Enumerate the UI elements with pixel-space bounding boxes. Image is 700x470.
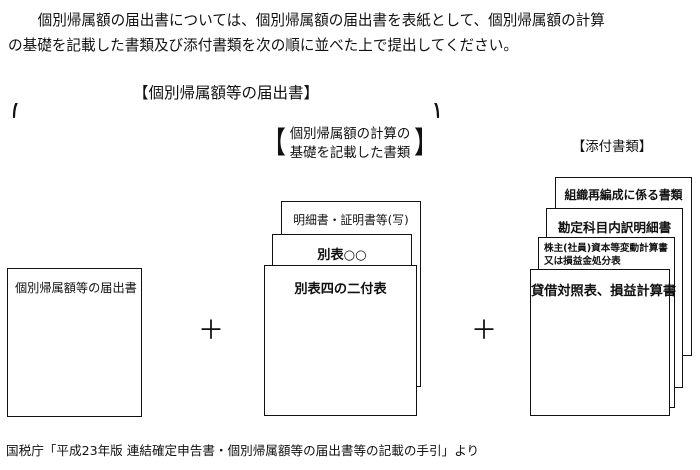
group-bracket-label-text: 【個別帰属額等の届出書】 — [128, 84, 323, 102]
caption-attachments: 【添付書類】 — [571, 140, 653, 155]
document-card-schedule-4-2: 別表四の二付表 — [264, 265, 417, 416]
plus-operator-1: ＋ — [198, 316, 225, 346]
caption-calculation-basis-text: 個別帰属額の計算の 基礎を記載した書類 — [289, 125, 412, 163]
group-bracket-label: 【個別帰属額等の届出書】 — [0, 83, 452, 103]
caption-calculation-basis-line-2: 基礎を記載した書類 — [289, 146, 411, 161]
bracket-open-glyph: 【 — [261, 126, 286, 161]
document-card-account-breakdown-label: 勘定科目内訳明細書 — [557, 220, 672, 235]
document-card-balance-sheet: 貸借対照表、損益計算書 — [530, 269, 677, 416]
document-card-schedule-4-2-label: 別表四の二付表 — [294, 282, 387, 297]
plus-operator-2: ＋ — [471, 316, 498, 346]
bracket-close-glyph: 】 — [414, 126, 439, 161]
document-card-cover-label: 個別帰属額等の届出書 — [15, 281, 137, 295]
source-citation: 国税庁「平成23年版 連結確定申告書・個別帰属額等の届出書等の記載の手引」より — [6, 443, 480, 458]
document-card-equity-changes-label: 株主(社員)資本等変動計算書 又は損益金処分表 — [544, 243, 670, 268]
document-card-schedule-generic-label: 別表○○ — [317, 248, 367, 263]
intro-paragraph: 個別帰属額の届出書については、個別帰属額の届出書を表紙として、個別帰属額の計算 … — [8, 8, 692, 58]
caption-calculation-basis-line-1: 個別帰属額の計算の — [289, 127, 411, 142]
document-card-detail-statements-label: 明細書・証明書等(写) — [293, 213, 409, 227]
document-card-equity-changes-line-1: 株主(社員)資本等変動計算書 — [544, 243, 668, 254]
caption-calculation-basis: 【 個別帰属額の計算の 基礎を記載した書類 】 — [252, 125, 448, 163]
intro-line-2: の基礎を記載した書類及び添付書類を次の順に並べた上で提出してください。 — [8, 37, 518, 54]
document-card-equity-changes-line-2: 又は損益金処分表 — [544, 255, 621, 267]
intro-line-1: 個別帰属額の届出書については、個別帰属額の届出書を表紙として、個別帰属額の計算 — [23, 12, 605, 29]
document-card-reorganization-label: 組織再編成に係る書類 — [564, 188, 683, 202]
document-card-cover: 個別帰属額等の届出書 — [7, 268, 142, 417]
document-card-balance-sheet-label: 貸借対照表、損益計算書 — [531, 284, 677, 299]
